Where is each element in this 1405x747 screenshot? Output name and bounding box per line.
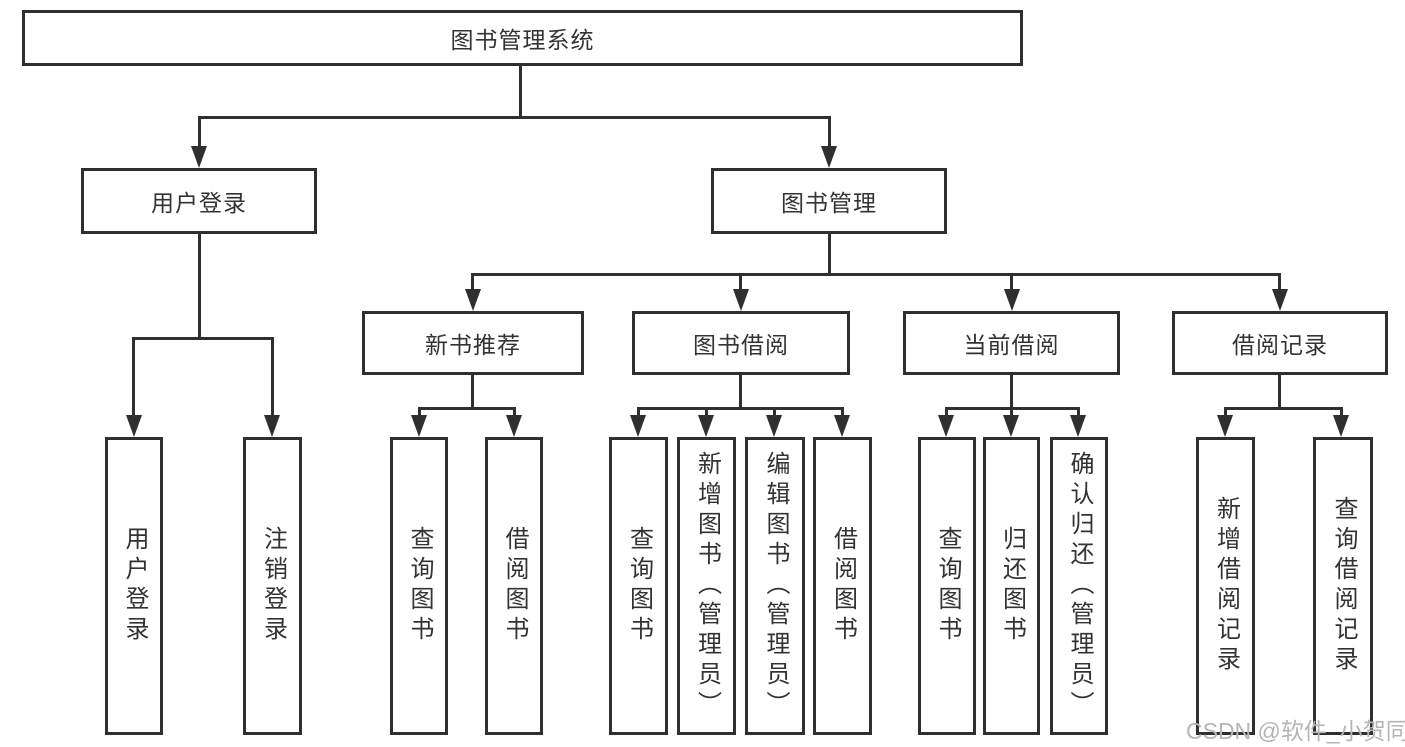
arrow-down-icon: [733, 289, 749, 311]
arrow-down-icon: [1003, 415, 1019, 437]
connector-line: [739, 375, 742, 410]
node-book-borrow: 图书借阅: [632, 311, 850, 375]
node-borrow-records: 借阅记录: [1172, 311, 1388, 375]
connector-line: [198, 116, 201, 152]
node-borrow-records-label: 借阅记录: [1232, 332, 1328, 358]
arrow-down-icon: [1004, 289, 1020, 311]
connector-line: [828, 116, 831, 152]
node-leaf-label: 查询图书: [625, 526, 653, 646]
arrow-down-icon: [938, 415, 954, 437]
node-leaf-query-borrow-record: 查询借阅记录: [1313, 437, 1373, 735]
arrow-down-icon: [411, 415, 427, 437]
node-book-management-label: 图书管理: [781, 190, 877, 216]
arrow-down-icon: [834, 415, 850, 437]
connector-line: [1224, 407, 1227, 419]
connector-line: [637, 407, 640, 419]
node-leaf-add-book-admin: 新增图书（管理员）: [677, 437, 736, 735]
connector-line: [471, 273, 1281, 276]
connector-line: [1278, 375, 1281, 410]
node-leaf-label: 确认归还（管理员）: [1066, 451, 1093, 721]
connector-line: [1224, 407, 1343, 410]
connector-line: [1010, 273, 1013, 293]
arrow-down-icon: [264, 415, 280, 437]
node-current-borrow-label: 当前借阅: [963, 332, 1060, 358]
connector-line: [471, 273, 474, 293]
node-leaf-query-books-current: 查询图书: [918, 437, 976, 735]
connector-line: [418, 407, 516, 410]
node-current-borrow: 当前借阅: [903, 311, 1120, 375]
node-root-label: 图书管理系统: [450, 27, 595, 53]
node-leaf-user-login: 用户登录: [105, 437, 163, 735]
connector-line: [705, 407, 708, 419]
connector-line: [1340, 407, 1343, 419]
node-leaf-confirm-return-admin: 确认归还（管理员）: [1050, 437, 1108, 735]
connector-line: [637, 407, 843, 410]
arrow-down-icon: [1070, 415, 1086, 437]
connector-line: [945, 407, 948, 419]
connector-line: [418, 407, 421, 419]
connector-line: [1077, 407, 1080, 419]
arrow-down-icon: [630, 415, 646, 437]
connector-line: [773, 407, 776, 419]
node-leaf-query-books-recommend: 查询图书: [390, 437, 448, 735]
arrow-down-icon: [506, 415, 522, 437]
connector-line: [132, 337, 274, 340]
node-leaf-label: 查询借阅记录: [1330, 496, 1357, 676]
node-leaf-add-borrow-record: 新增借阅记录: [1196, 437, 1255, 735]
connector-line: [513, 407, 516, 419]
connector-line: [198, 234, 201, 340]
node-leaf-label: 查询图书: [406, 526, 433, 646]
node-leaf-return-book: 归还图书: [983, 437, 1040, 735]
arrow-down-icon: [1217, 415, 1233, 437]
connector-line: [198, 116, 831, 119]
node-leaf-label: 新增借阅记录: [1212, 496, 1240, 676]
connector-line: [1278, 273, 1281, 293]
arrow-down-icon: [1272, 289, 1288, 311]
node-book-management: 图书管理: [711, 168, 947, 234]
arrow-down-icon: [766, 415, 782, 437]
node-leaf-label: 新增图书（管理员）: [693, 451, 721, 721]
connector-line: [132, 337, 135, 417]
arrow-down-icon: [698, 415, 714, 437]
connector-line: [1010, 375, 1013, 410]
node-leaf-label: 归还图书: [998, 526, 1026, 646]
arrow-down-icon: [126, 415, 142, 437]
node-new-book-recommend-label: 新书推荐: [425, 332, 521, 358]
connector-line: [739, 273, 742, 293]
node-leaf-query-books-borrow: 查询图书: [609, 437, 668, 735]
node-user-login-label: 用户登录: [151, 190, 247, 216]
node-leaf-borrow-books: 借阅图书: [813, 437, 872, 735]
node-book-borrow-label: 图书借阅: [693, 332, 789, 358]
node-leaf-label: 编辑图书（管理员）: [762, 451, 789, 721]
node-leaf-logout-label: 注销登录: [259, 526, 287, 646]
arrow-down-icon: [821, 146, 837, 168]
node-leaf-label: 查询图书: [934, 526, 961, 646]
node-leaf-edit-book-admin: 编辑图书（管理员）: [745, 437, 805, 735]
node-leaf-borrow-books-recommend: 借阅图书: [485, 437, 543, 735]
connector-line: [1010, 407, 1013, 419]
connector-line: [828, 234, 831, 276]
node-leaf-label: 借阅图书: [501, 526, 528, 646]
connector-line: [519, 66, 522, 119]
node-root: 图书管理系统: [22, 10, 1023, 66]
node-leaf-logout: 注销登录: [243, 437, 302, 735]
node-user-login: 用户登录: [81, 168, 317, 234]
connector-line: [471, 375, 474, 410]
connector-line: [271, 337, 274, 417]
node-leaf-user-login-label: 用户登录: [121, 526, 148, 646]
node-leaf-label: 借阅图书: [829, 526, 857, 646]
node-new-book-recommend: 新书推荐: [362, 311, 584, 375]
arrow-down-icon: [465, 289, 481, 311]
watermark-text: CSDN @软件_小贺同学: [1186, 718, 1405, 744]
connector-line: [841, 407, 844, 419]
arrow-down-icon: [1333, 415, 1349, 437]
arrow-down-icon: [191, 146, 207, 168]
